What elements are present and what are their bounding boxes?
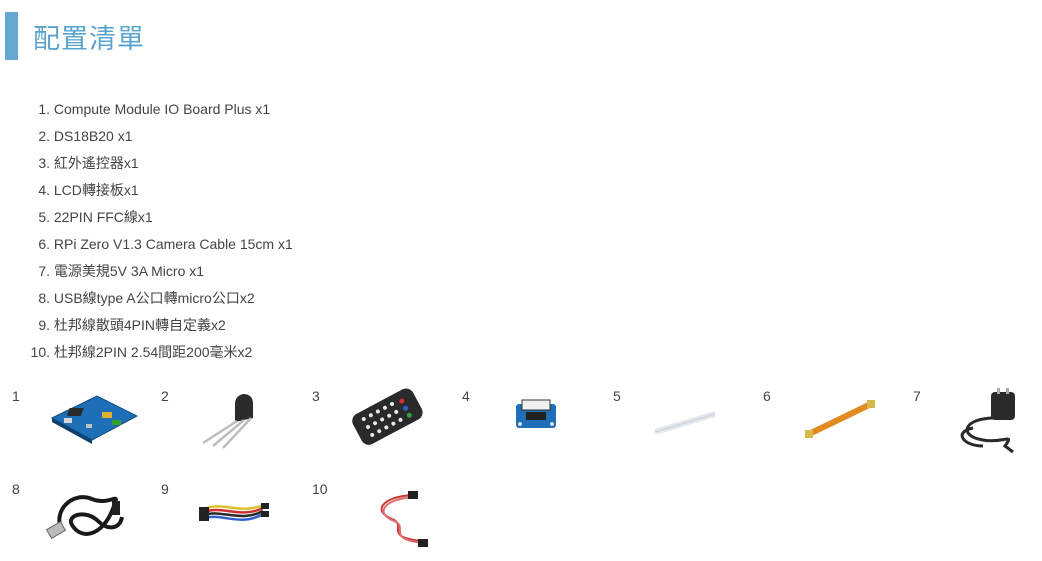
lcd-adapter-icon: [516, 399, 556, 428]
package-list: 1. Compute Module IO Board Plus x1 2. DS…: [10, 96, 293, 366]
list-item: 4. LCD轉接板x1: [38, 182, 139, 198]
list-item: 8. USB線type A公口轉micro公口x2: [38, 290, 255, 306]
dupont-4pin-cable-icon: [199, 503, 269, 521]
usb-cable-icon: [45, 495, 124, 540]
dupont-2pin-cable-icon: [380, 491, 428, 547]
thumbnail-2[interactable]: 2: [161, 388, 311, 468]
ffc-cable-icon: [654, 411, 716, 435]
list-item: 9. 杜邦線散頭4PIN轉自定義x2: [38, 317, 226, 333]
list-item: 2. DS18B20 x1: [38, 128, 133, 144]
thumbnail-1[interactable]: 1: [12, 388, 162, 468]
camera-cable-icon: [805, 400, 875, 438]
io-board-icon: [50, 395, 139, 444]
list-item: 6. RPi Zero V1.3 Camera Cable 15cm x1: [38, 236, 293, 252]
list-item: 10. 杜邦線2PIN 2.54間距200毫米x2: [30, 344, 253, 360]
page-title: 配置清單: [33, 23, 145, 55]
thumbnail-9[interactable]: 9: [161, 481, 311, 561]
list-item: 7. 電源美規5V 3A Micro x1: [38, 263, 205, 279]
thumbnail-7[interactable]: 7: [913, 388, 1042, 468]
list-item: 3. 紅外遙控器x1: [38, 155, 139, 171]
thumbnail-6[interactable]: 6: [763, 388, 913, 468]
thumbnail-8[interactable]: 8: [12, 481, 162, 561]
power-adapter-icon: [960, 388, 1015, 454]
ir-remote-icon: [352, 388, 423, 445]
section-header: 配置清單: [5, 12, 145, 60]
temperature-sensor-icon: [202, 394, 253, 449]
list-item: 5. 22PIN FFC線x1: [38, 209, 153, 225]
list-item: 1. Compute Module IO Board Plus x1: [38, 101, 271, 117]
thumbnail-5[interactable]: 5: [613, 388, 763, 468]
header-accent-bar: [5, 12, 18, 60]
thumbnail-4[interactable]: 4: [462, 388, 612, 468]
thumbnail-3[interactable]: 3: [312, 388, 462, 468]
thumbnail-10[interactable]: 10: [312, 481, 462, 561]
